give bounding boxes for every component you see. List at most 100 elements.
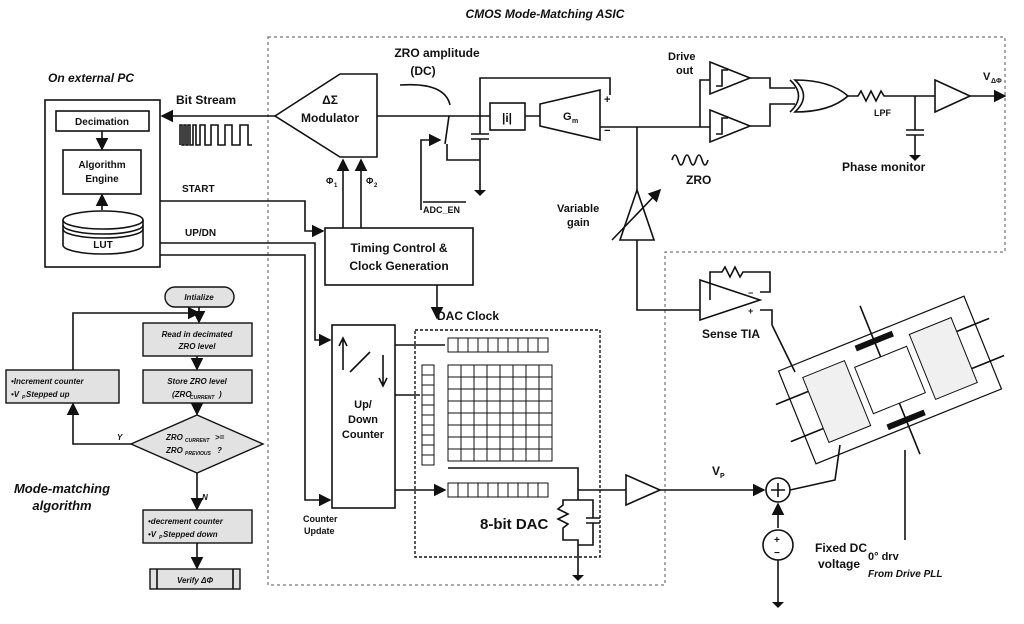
svg-text:Stepped down: Stepped down [163, 530, 218, 539]
dac-matrix-cell [486, 364, 501, 378]
dac-matrix-cell [447, 376, 462, 390]
vp-label: V [712, 464, 720, 478]
vout-label: V [983, 71, 991, 83]
svg-text:Modulator: Modulator [301, 111, 359, 125]
dac-row-cell [537, 337, 549, 353]
dac-matrix-cell [447, 412, 462, 426]
dac-matrix-cell [486, 376, 501, 390]
dac-matrix-cell [473, 424, 488, 438]
dac-matrix-cell [473, 400, 488, 414]
svg-text:−: − [748, 288, 753, 298]
dac-lsb-cell [467, 482, 479, 498]
sense-tia-label: Sense TIA [702, 327, 760, 341]
svg-text:voltage: voltage [818, 557, 860, 571]
dac-col-cell [421, 374, 435, 386]
variable-gain-amplifier [611, 187, 662, 241]
dac-row-cell [487, 337, 499, 353]
bit-stream-label: Bit Stream [176, 93, 236, 107]
comparator-1 [709, 60, 753, 96]
variable-gain-label: Variable [557, 203, 599, 215]
dac-matrix-cell [486, 388, 501, 402]
dac-matrix-cell [538, 388, 553, 402]
flow-read: Read in decimated ZRO level [142, 322, 253, 357]
adc-en-label: ADC_EN [423, 205, 460, 215]
dac-row-cell [527, 337, 539, 353]
svg-text:Down: Down [348, 414, 378, 426]
gm-amplifier: G m +− [539, 88, 610, 142]
dac-matrix-cell [538, 436, 553, 450]
dac-row-cell [507, 337, 519, 353]
svg-text:?: ? [217, 446, 222, 455]
dac-matrix-cell [525, 424, 540, 438]
dac-lsb-cell [477, 482, 489, 498]
dac-matrix-cell [499, 412, 514, 426]
dac-matrix-cell [499, 388, 514, 402]
svg-text:Store ZRO level: Store ZRO level [167, 377, 227, 386]
dac-matrix-cell [447, 400, 462, 414]
dac-col-cell [421, 454, 435, 466]
svg-text:PREVIOUS: PREVIOUS [185, 451, 212, 457]
svg-text:Algorithm: Algorithm [78, 160, 125, 171]
drive-out-label: Drive [668, 51, 696, 63]
svg-text:P: P [159, 535, 163, 541]
dac-col-cell [421, 364, 435, 376]
svg-text:Clock Generation: Clock Generation [349, 259, 448, 273]
dac-matrix-cell [473, 376, 488, 390]
capacitor-icon [471, 116, 489, 196]
dac-matrix-cell [538, 400, 553, 414]
flowchart-title: Mode-matching [14, 481, 110, 496]
dac-matrix-cell [525, 400, 540, 414]
dac-matrix-cell [538, 424, 553, 438]
drive-label: 0° drv [868, 551, 900, 563]
svg-text:2: 2 [374, 183, 378, 189]
dac-lsb-cell [537, 482, 549, 498]
dac-matrix-cell [499, 364, 514, 378]
svg-text:|i|: |i| [502, 111, 512, 125]
dac-row-cell [517, 337, 529, 353]
phase-monitor-label: Phase monitor [842, 160, 926, 174]
xor-gate-icon [789, 79, 850, 113]
svg-text:ΔΦ: ΔΦ [991, 78, 1002, 85]
phi1-label: Φ [326, 176, 334, 186]
flow-increment: •Increment counter •V P Stepped up [5, 369, 120, 404]
dac-lsb-cell [507, 482, 519, 498]
switch-icon [444, 115, 480, 161]
dac-matrix-cell [525, 436, 540, 450]
dac-matrix-cell [460, 364, 475, 378]
svg-text:out: out [676, 65, 693, 77]
dac-boundary [414, 329, 601, 558]
dac-col-cell [421, 394, 435, 406]
dac-matrix-cell [538, 412, 553, 426]
no-label: N [202, 493, 208, 502]
dac-matrix-cell [460, 412, 475, 426]
dac-col-cell [421, 414, 435, 426]
svg-text:): ) [218, 390, 222, 399]
svg-text:Read in decimated: Read in decimated [162, 330, 234, 339]
dac-matrix-cell [525, 448, 540, 462]
svg-text:LUT: LUT [93, 240, 112, 251]
svg-text:Engine: Engine [85, 174, 119, 185]
dac-col-cell [421, 434, 435, 446]
dac-matrix-cell [499, 400, 514, 414]
start-label: START [182, 184, 215, 195]
svg-text:Update: Update [304, 526, 335, 536]
zro-amplitude-label: ZRO amplitude [394, 46, 480, 60]
dac-matrix-cell [525, 376, 540, 390]
svg-text:1: 1 [334, 183, 338, 189]
dac-matrix-cell [486, 424, 501, 438]
dac-matrix-cell [460, 448, 475, 462]
dac-matrix-cell [486, 400, 501, 414]
up-down-counter: Up/ Down Counter [331, 324, 396, 509]
dac-matrix-cell [512, 436, 527, 450]
dac-matrix-cell [499, 448, 514, 462]
svg-text:ΔΣ: ΔΣ [322, 93, 338, 107]
asic-boundary [267, 36, 1006, 586]
dc-source-icon: +− [762, 529, 794, 608]
svg-text:•V: •V [11, 390, 20, 399]
dac-lsb-cell [497, 482, 509, 498]
dac-label: 8-bit DAC [480, 516, 548, 533]
svg-text:+: + [604, 94, 610, 106]
svg-text:•V: •V [148, 530, 157, 539]
counter-update-label: Counter [303, 514, 338, 524]
dac-matrix-cell [538, 376, 553, 390]
